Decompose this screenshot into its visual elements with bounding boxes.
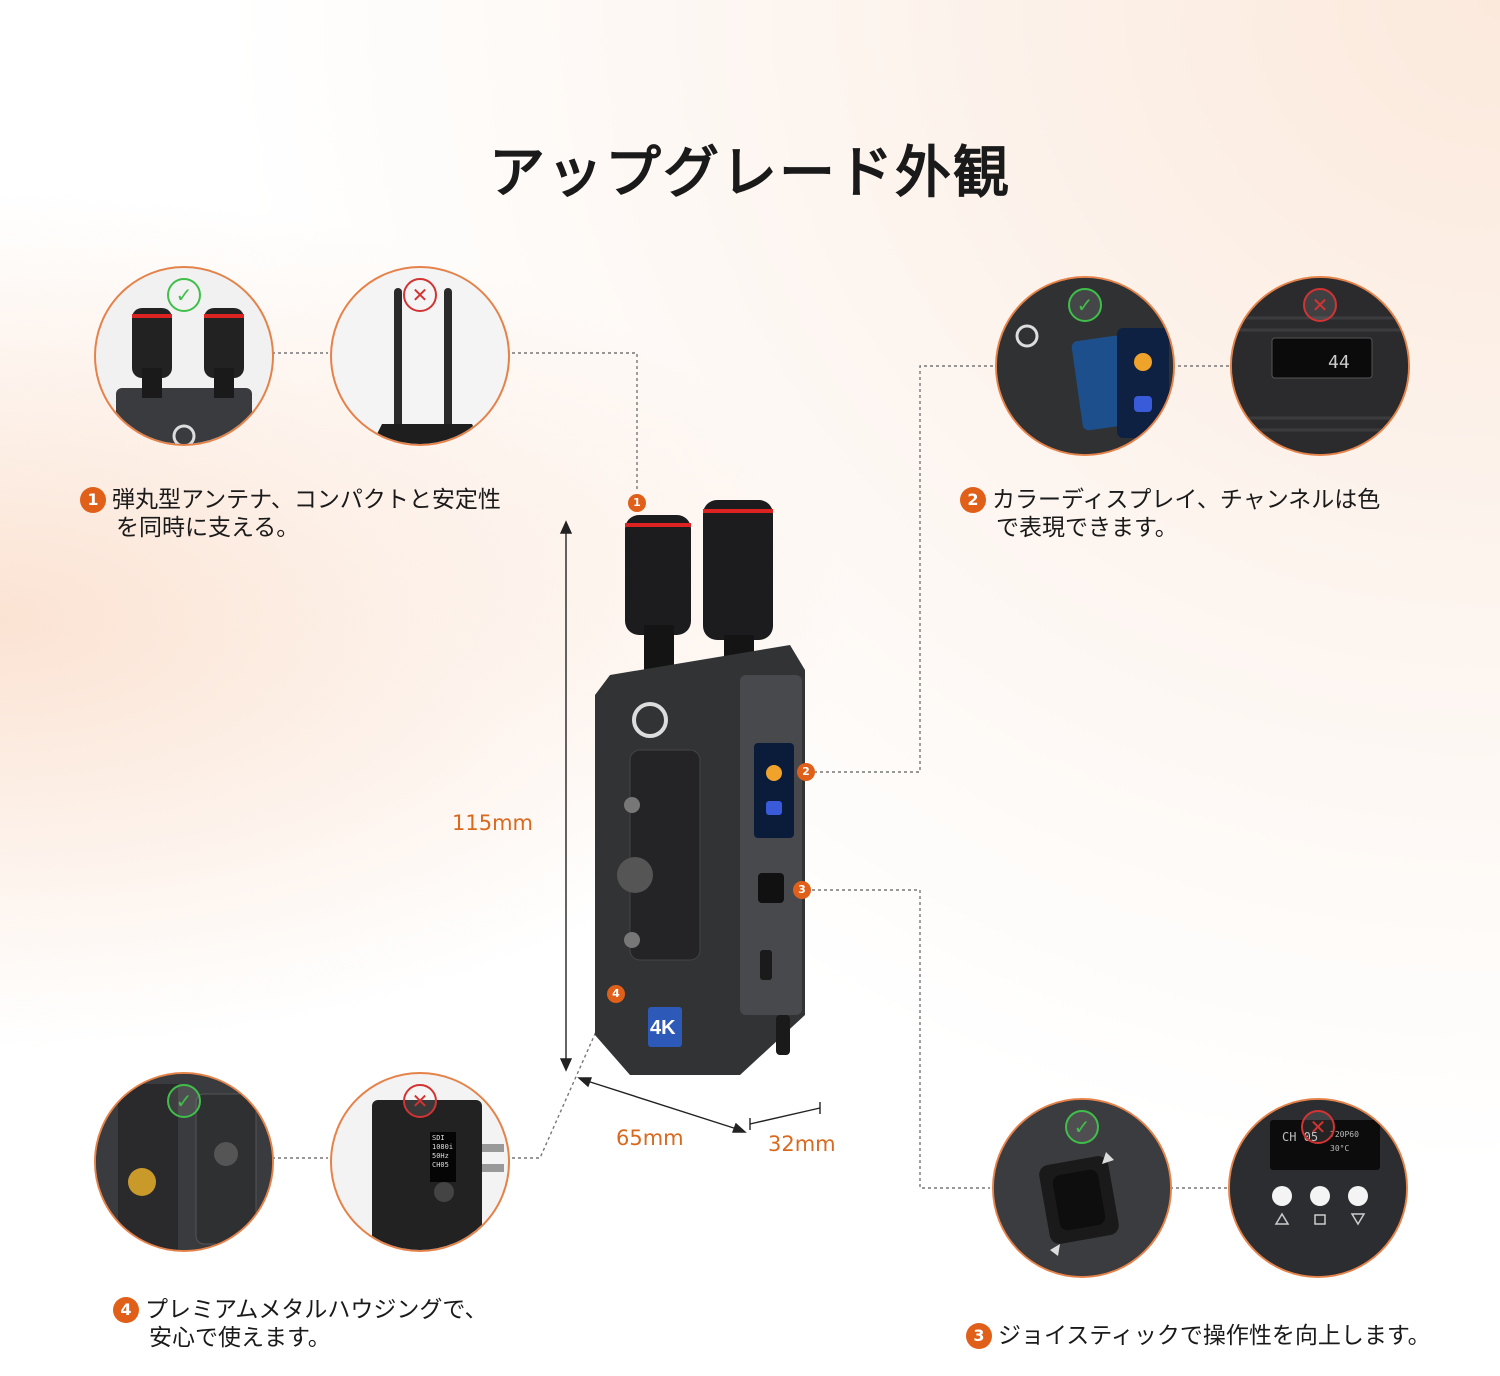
- marker-1: 1: [628, 494, 646, 512]
- metal-housing-closeup: ✓: [94, 1072, 274, 1252]
- bullet-antenna-closeup: ✓: [94, 266, 274, 446]
- height-dimension: 115mm: [452, 811, 533, 835]
- whip-antenna-closeup: ✕: [330, 266, 510, 446]
- feature-1-number: 1: [80, 487, 106, 513]
- cross-icon: ✕: [1301, 1110, 1335, 1144]
- feature-2-number: 2: [960, 487, 986, 513]
- temperature-readout: 30°C: [1330, 1144, 1350, 1153]
- color-display-closeup: ✓: [995, 276, 1175, 456]
- cross-icon: ✕: [1303, 288, 1337, 322]
- plastic-housing-closeup: SDI 1080i 50Hz CH05 ✕: [330, 1072, 510, 1252]
- feature-1-line1: 弾丸型アンテナ、コンパクトと安定性: [112, 487, 501, 513]
- ng-screen-value: 44: [1328, 352, 1350, 373]
- cross-icon: ✕: [403, 278, 437, 312]
- check-icon: ✓: [1068, 288, 1102, 322]
- resolution-readout: 720P60: [1330, 1130, 1359, 1139]
- feature-3-number: 3: [966, 1323, 992, 1349]
- 4k-badge-text: 4K: [650, 1017, 676, 1039]
- feature-2-line1: カラーディスプレイ、チャンネルは色: [992, 487, 1381, 513]
- check-icon: ✓: [1065, 1110, 1099, 1144]
- feature-4-line2: 安心で使えます。: [149, 1325, 331, 1351]
- page-title: アップグレード外観: [489, 141, 1011, 206]
- mono-display-closeup: 44 ✕: [1230, 276, 1410, 456]
- feature-2-line2: で表現できます。: [996, 515, 1178, 541]
- joystick-closeup: ✓: [992, 1098, 1172, 1278]
- check-icon: ✓: [167, 278, 201, 312]
- marker-2: 2: [797, 763, 815, 781]
- feature-1-line2: を同時に支える。: [116, 515, 300, 541]
- feature-4-line1: プレミアムメタルハウジングで、: [145, 1297, 488, 1323]
- marker-3: 3: [793, 881, 811, 899]
- feature-3-line1: ジョイスティックで操作性を向上します。: [998, 1323, 1431, 1349]
- buttons-closeup: CH 05 720P60 30°C ✕: [1228, 1098, 1408, 1278]
- receiver-device: 4K: [595, 500, 805, 1075]
- width-dimension: 65mm: [616, 1126, 684, 1150]
- oled-readout: SDI 1080i 50Hz CH05: [432, 1134, 454, 1169]
- cross-icon: ✕: [403, 1084, 437, 1118]
- depth-dimension: 32mm: [768, 1132, 836, 1156]
- feature-4-number: 4: [113, 1297, 139, 1323]
- marker-4: 4: [607, 985, 625, 1003]
- check-icon: ✓: [167, 1084, 201, 1118]
